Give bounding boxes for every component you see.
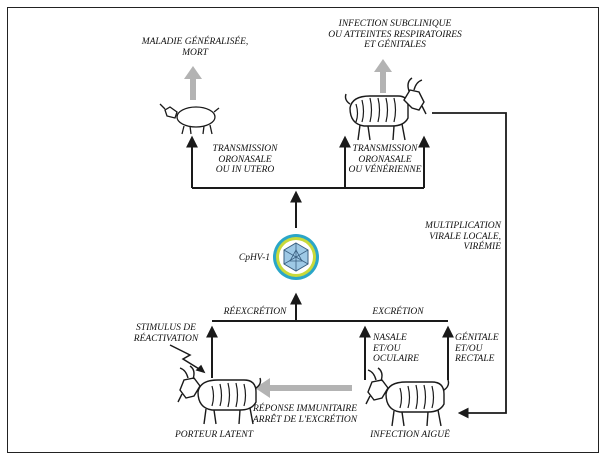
lightning-icon bbox=[169, 344, 206, 374]
label-genitale: GÉNITALE ET/OU RECTALE bbox=[455, 333, 499, 364]
label-multiplication: MULTIPLICATION VIRALE LOCALE, VIRÉMIE bbox=[425, 221, 501, 252]
adult-goat-acute-icon bbox=[365, 367, 450, 427]
label-stimulus: STIMULUS DE RÉACTIVATION bbox=[133, 323, 199, 344]
excretion-bracket bbox=[206, 292, 454, 380]
label-reexcretion: RÉEXCRÉTION bbox=[223, 307, 287, 317]
label-cphv: CpHV-1 bbox=[238, 253, 270, 263]
label-transmission-venerienne: TRANSMISSION ORONASALE OU VÉNÉRIENNE bbox=[348, 144, 422, 175]
kid-goat-icon bbox=[159, 103, 220, 135]
grey-arrow-reponse bbox=[255, 378, 352, 398]
virus-icon bbox=[273, 234, 319, 280]
adult-goat-latent-icon bbox=[177, 365, 262, 425]
label-nasale: NASALE ET/OU OCULAIRE bbox=[373, 333, 419, 364]
label-maladie: MALADIE GÉNÉRALISÉE, MORT bbox=[141, 37, 249, 58]
diagram-frame bbox=[7, 7, 599, 453]
transmission-bracket bbox=[186, 135, 430, 228]
label-reponse: RÉPONSE IMMUNITAIRE ARRÊT DE L'EXCRÉTION bbox=[252, 404, 358, 425]
outcome-arrows bbox=[184, 59, 392, 398]
adult-goat-top-icon bbox=[344, 77, 427, 141]
label-excretion: EXCRÉTION bbox=[372, 307, 424, 317]
grey-arrow-maladie bbox=[184, 66, 202, 100]
label-infection-aigue: INFECTION AIGUË bbox=[370, 430, 450, 440]
multiplication-loop bbox=[432, 112, 507, 419]
label-porteur-latent: PORTEUR LATENT bbox=[174, 430, 254, 440]
label-transmission-utero: TRANSMISSION ORONASALE OU IN UTERO bbox=[212, 144, 278, 175]
label-infection-subclinique: INFECTION SUBCLINIQUE OU ATTEINTES RESPI… bbox=[328, 19, 462, 50]
grey-arrow-subclinique bbox=[374, 59, 392, 93]
